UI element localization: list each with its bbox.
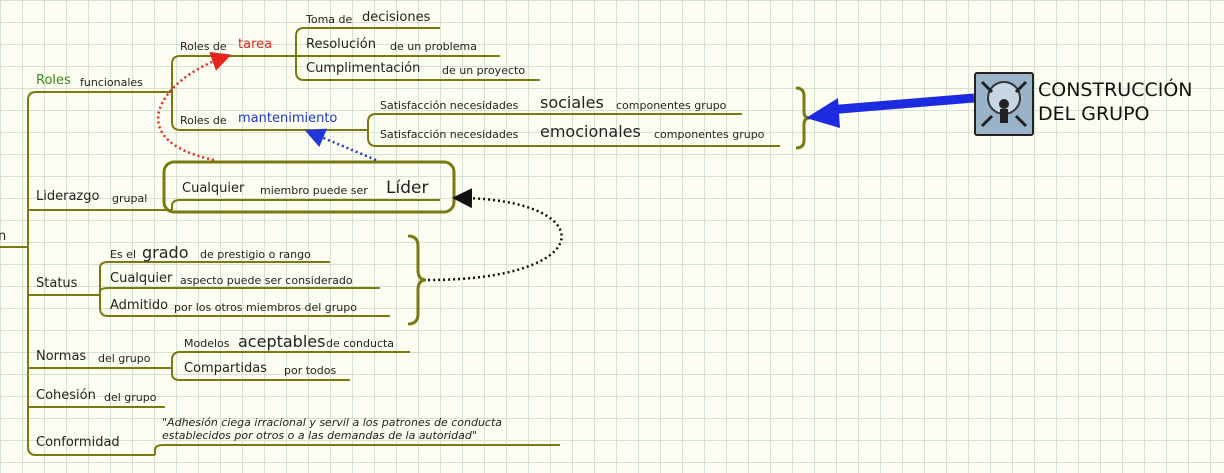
brace-status [407,234,427,326]
group-construction-icon [974,72,1034,136]
big-blue-arrow [827,93,975,115]
red-dotted-arrow [156,51,232,162]
root-edge-label: n [0,229,7,244]
leader-box [162,160,456,214]
black-dotted-arrow [427,188,563,282]
map-title: CONSTRUCCIÓN DEL GRUPO [1038,79,1193,125]
roles-label: Roles [36,73,71,88]
main-spine [27,91,37,456]
conformidad-quote: "Adhesión ciega irracional y servil a lo… [162,416,503,442]
blue-dotted-arrow [304,128,377,162]
